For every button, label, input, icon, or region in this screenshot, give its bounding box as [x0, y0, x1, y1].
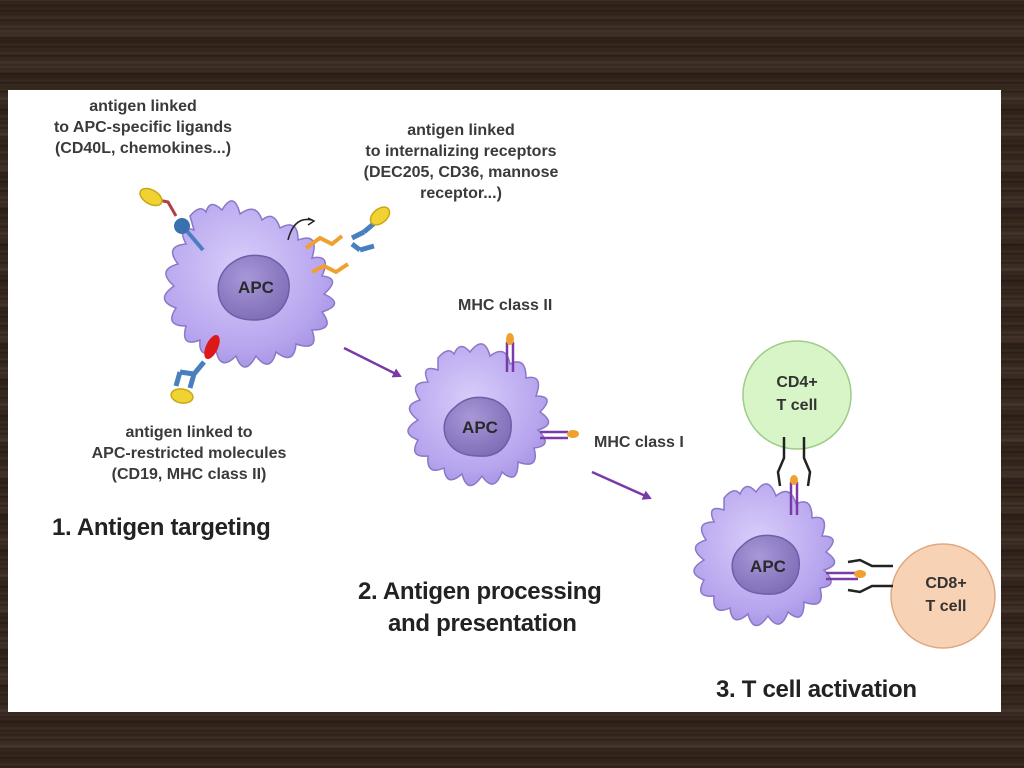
cd4-label-line2: T cell — [777, 397, 818, 414]
label-line: (DEC205, CD36, mannose — [363, 164, 559, 181]
step-2-title: 2. Antigen processing and presentation — [358, 576, 602, 640]
label-line: receptor...) — [420, 185, 502, 202]
apc-cell-1-nucleus — [217, 254, 290, 321]
label-line: to APC-specific ligands — [53, 119, 233, 136]
label-line: antigen linked to — [125, 424, 253, 441]
label-internalizing-receptors: antigen linked to internalizing receptor… — [326, 120, 596, 204]
cd8-label-line1: CD8+ — [925, 575, 966, 592]
cd4-t-cell: CD4+ T cell — [742, 340, 852, 450]
diagram-slide: APC — [8, 90, 1001, 712]
label-mhc-class-i: MHC class I — [594, 434, 684, 451]
mhc-class-ii-molecule — [505, 333, 515, 372]
cd8-t-cell: CD8+ T cell — [890, 543, 996, 649]
label-line: antigen linked — [407, 122, 515, 139]
label-line: (CD19, MHC class II) — [111, 466, 267, 483]
apc-label-1: APC — [238, 278, 274, 297]
step-1-title: 1. Antigen targeting — [52, 514, 271, 541]
diagram-canvas: APC — [139, 187, 996, 649]
label-line: to internalizing receptors — [365, 143, 557, 160]
apc-cell-1: APC — [139, 187, 391, 404]
arrow-processing-to-activation — [591, 470, 652, 500]
apc-cell-3-nucleus — [731, 534, 800, 595]
apc-cell-2: APC — [407, 333, 579, 487]
internalizing-receptor — [287, 206, 391, 275]
cd8-label-line2: T cell — [926, 598, 967, 615]
apc-restricted-molecule — [170, 334, 220, 404]
label-line: antigen linked — [89, 98, 197, 115]
step-3-title: 3. T cell activation — [716, 676, 917, 703]
apc-specific-ligand — [139, 187, 205, 252]
mhc-class-i-molecule — [540, 430, 579, 440]
label-line: (CD40L, chemokines...) — [54, 140, 232, 157]
step-2-line1: 2. Antigen processing — [358, 578, 602, 605]
mhc-ii-tcr-complex — [776, 437, 812, 515]
arrow-targeting-to-processing — [343, 346, 402, 378]
step-2-line2: and presentation — [388, 610, 577, 637]
label-mhc-class-ii: MHC class II — [458, 297, 553, 314]
apc-label-3: APC — [750, 557, 786, 576]
label-apc-restricted-molecules: antigen linked to APC-restricted molecul… — [64, 422, 314, 485]
label-line: APC-restricted molecules — [91, 445, 287, 462]
apc-label-2: APC — [462, 418, 498, 437]
apc-cell-2-nucleus — [443, 396, 512, 457]
cd4-label-line1: CD4+ — [776, 374, 817, 391]
apc-cell-3: APC — [693, 437, 893, 627]
label-apc-specific-ligands: antigen linked to APC-specific ligands (… — [18, 96, 268, 159]
mhc-i-tcr-complex — [826, 558, 893, 594]
